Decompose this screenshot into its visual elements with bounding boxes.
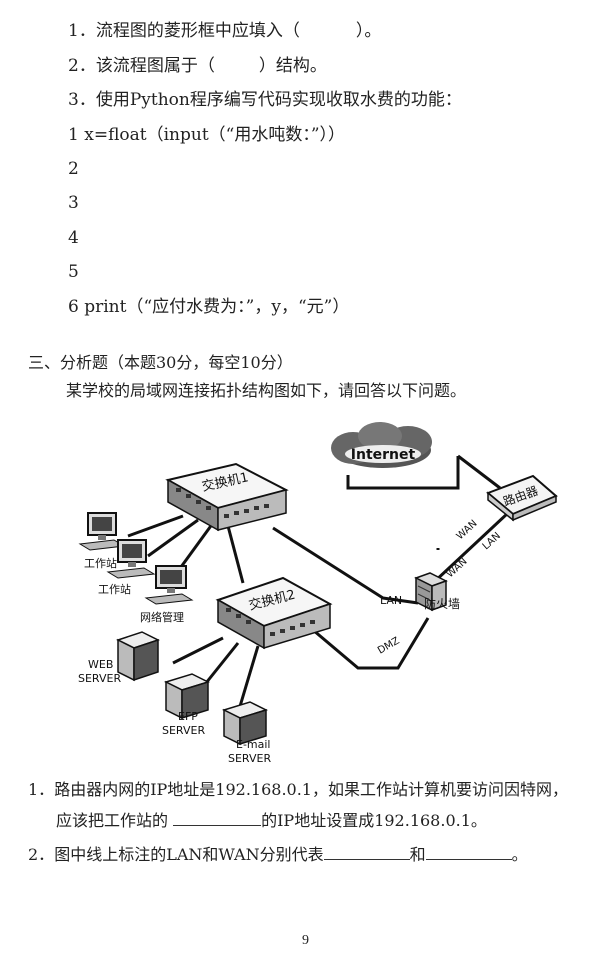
workstation-2-icon [106, 539, 156, 579]
code-line-4: 4 [68, 227, 79, 249]
cable-web [172, 636, 224, 665]
answer-blank-2[interactable] [425, 843, 512, 860]
cable-internet-router [346, 456, 460, 490]
switch1-icon [165, 462, 289, 532]
email-server-label-1: E-mail [236, 738, 271, 751]
section-intro: 某学校的局域网连接拓扑结构图如下，请回答以下问题。 [66, 381, 467, 400]
answer-text: 图中线上标注的LAN和WAN分别代表 [54, 845, 324, 864]
web-server-label-2: SERVER [78, 672, 121, 685]
email-server-icon [221, 701, 269, 746]
cable-switch2-firewall-dmz [312, 617, 430, 670]
code-line-number: 3 [68, 193, 79, 213]
question-number: 2． [68, 56, 96, 76]
cable-router-top [457, 454, 501, 490]
answer-question-1-cont: 应该把工作站的 的IP地址设置成192.168.0.1。 [56, 809, 487, 832]
answer-text: 路由器内网的IP地址是192.168.0.1，如果工作站计算机要访问因特网， [54, 780, 568, 799]
question-text-end: ）结构。 [258, 56, 327, 76]
answer-text-end: 的IP地址设置成192.168.0.1。 [261, 811, 487, 830]
workstation-1-label: 工作站 [84, 556, 117, 570]
workstation-2-label: 工作站 [98, 582, 131, 596]
code-line-number: 5 [68, 262, 79, 282]
answer-question-1: 1．路由器内网的IP地址是192.168.0.1，如果工作站计算机要访问因特网， [28, 779, 568, 801]
firewall-icon [414, 572, 448, 612]
code-line-3: 3 [68, 192, 79, 214]
web-server-label-1: WEB [88, 658, 113, 671]
workstation-1-icon [78, 512, 126, 551]
switch2-icon [215, 576, 333, 650]
question-2: 2．该流程图属于（ ）结构。 [68, 55, 327, 77]
efp-server-label-2: SERVER [162, 724, 205, 737]
question-text: 流程图的菱形框中应填入（ [95, 21, 300, 41]
cable-email [236, 645, 260, 714]
internet-label: Internet [351, 447, 416, 463]
page-number: 9 [302, 933, 309, 948]
cable-switch1-firewall-lan [272, 526, 419, 605]
answer-number: 2． [28, 845, 55, 864]
network-management-pc-icon [144, 565, 194, 605]
code-line-1: 1 x=float（input（“用水吨数：”）） [68, 124, 345, 146]
dmz-label: DMZ [376, 635, 402, 656]
code-line-number: 1 [68, 125, 79, 145]
wan-label-2: WAN [445, 556, 470, 580]
router-icon [486, 474, 558, 522]
code-line-number: 4 [68, 228, 79, 248]
efp-server-icon [163, 673, 211, 720]
internet-cloud-icon [331, 422, 432, 468]
cable-switch1-switch2 [226, 525, 245, 584]
code-line-5: 5 [68, 261, 79, 283]
code-line-6: 6 print（“应付水费为：”，y，“元”） [68, 296, 349, 318]
code-line-number: 2 [68, 159, 79, 179]
question-text: 使用Python程序编写代码实现收取水费的功能： [95, 90, 462, 110]
question-number: 1． [68, 21, 96, 41]
cable-router-firewall-wan [431, 511, 510, 585]
answer-text-mid: 和 [409, 845, 426, 864]
answer-number: 1． [28, 780, 55, 799]
cable-ws1 [127, 514, 184, 538]
section-heading: 三、分析题（本题30分，每空10分） [28, 353, 293, 372]
answer-text: 应该把工作站的 [56, 811, 169, 830]
question-text-end: ）。 [355, 21, 382, 41]
question-text: 该流程图属于（ [95, 56, 215, 76]
question-3: 3．使用Python程序编写代码实现收取水费的功能： [68, 89, 462, 111]
code-line-number: 6 [68, 297, 79, 317]
answer-text-end: 。 [511, 845, 528, 864]
web-server-icon [116, 631, 160, 682]
lan-label-firewall: LAN [380, 594, 402, 607]
answer-question-2: 2．图中线上标注的LAN和WAN分别代表 和 。 [28, 843, 528, 866]
network-management-label: 网络管理 [140, 610, 184, 624]
cables [127, 454, 510, 714]
efp-server-label-1: EFP [178, 710, 198, 723]
question-1: 1．流程图的菱形框中应填入（ ）。 [68, 20, 381, 42]
code-line-text: print（“应付水费为：”，y，“元”） [84, 297, 350, 317]
answer-blank[interactable] [173, 809, 262, 826]
firewall-label: 防火墙 [424, 596, 460, 611]
question-number: 3． [68, 90, 96, 110]
answer-blank-1[interactable] [323, 843, 410, 860]
network-topology-diagram: Internet 路由器 交换机1 交换机2 工作站 [78, 422, 558, 765]
email-server-label-2: SERVER [228, 752, 271, 765]
code-line-text: x=float（input（“用水吨数：”）） [84, 125, 346, 145]
code-line-2: 2 [68, 158, 79, 180]
wan-label-1: WAN [455, 518, 480, 542]
cable-ws2 [147, 518, 199, 558]
